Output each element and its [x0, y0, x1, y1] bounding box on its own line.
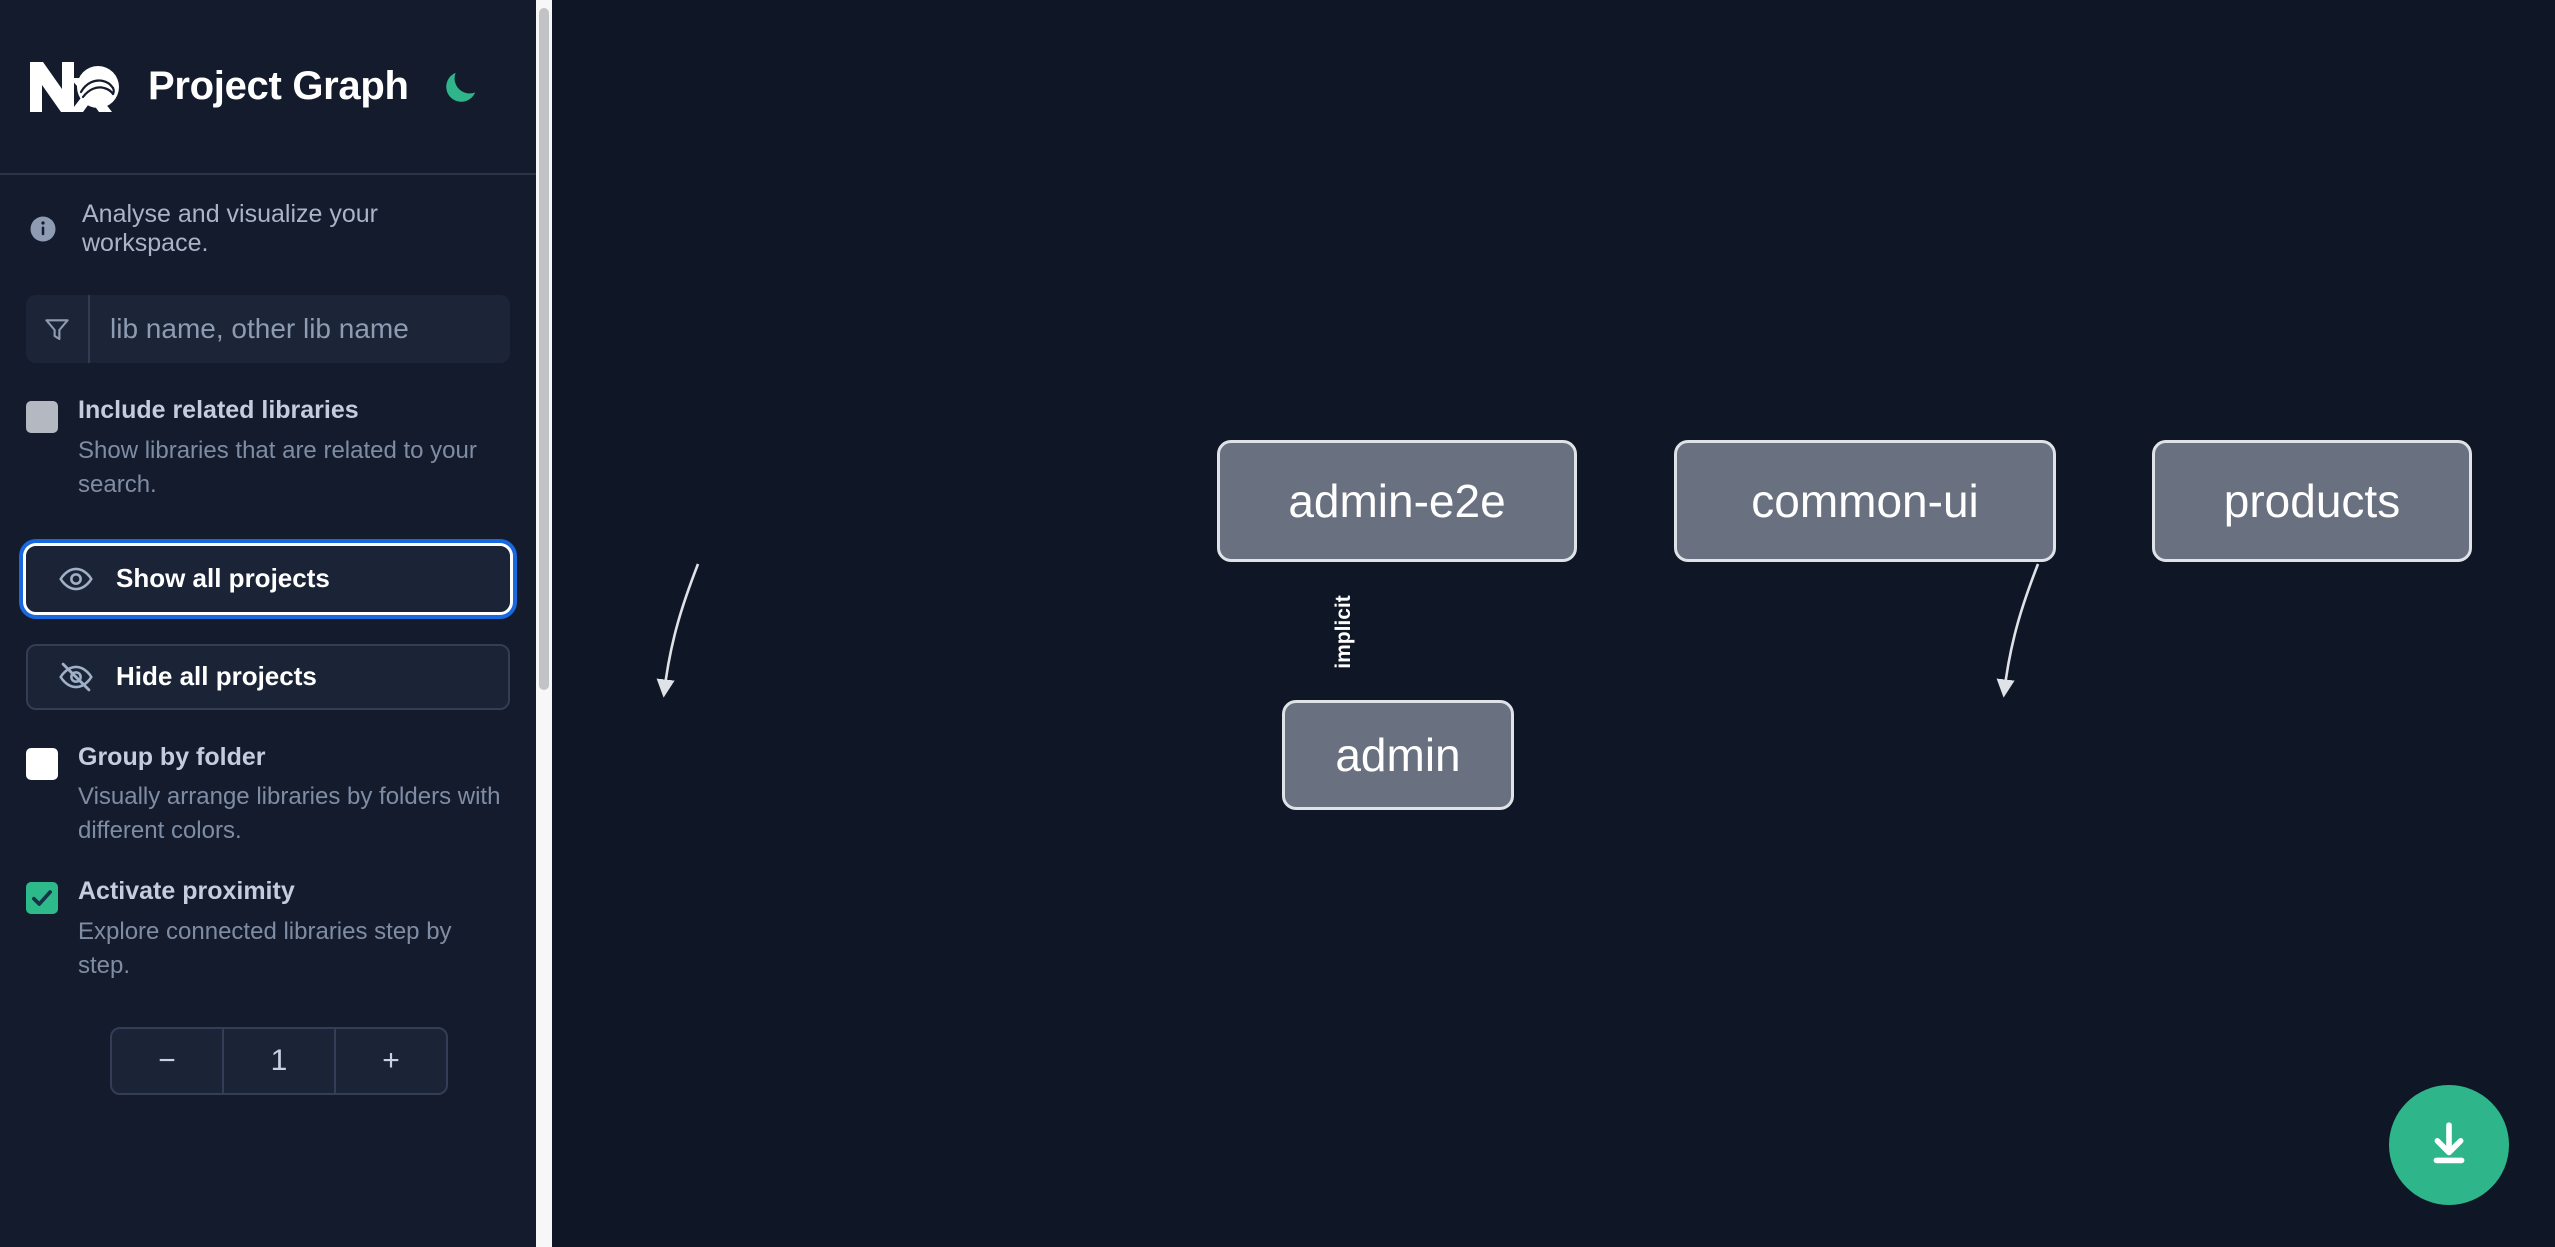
include-related-libraries-checkbox[interactable]	[26, 401, 58, 433]
sidebar-scroll-content: Project Graph Analyse and visualize yo	[0, 0, 536, 1247]
filter-icon-container	[26, 295, 90, 363]
page-title: Project Graph	[148, 64, 409, 108]
filter-field[interactable]	[26, 295, 510, 363]
option-text-block: Activate proximity Explore connected lib…	[78, 878, 510, 983]
tagline-text: Analyse and visualize your workspace.	[82, 200, 378, 257]
edge-label-implicit-admin: implicit	[1331, 595, 1355, 669]
proximity-decrement-button[interactable]: −	[158, 1043, 176, 1077]
nx-logo-icon	[26, 58, 122, 116]
eye-icon	[58, 561, 94, 597]
eye-off-icon	[58, 659, 94, 695]
option-description: Show libraries that are related to your …	[78, 436, 477, 498]
option-group-by-folder[interactable]: Group by folder Visually arrange librari…	[0, 742, 536, 849]
sidebar-scrollbar-thumb[interactable]	[539, 8, 549, 690]
filter-icon	[42, 314, 72, 344]
group-by-folder-checkbox[interactable]	[26, 747, 58, 780]
graph-edges-layer	[656, 563, 2040, 698]
edge-admin-e2e-to-admin	[656, 563, 700, 698]
graph-node-products[interactable]: products	[2152, 440, 2472, 562]
proximity-stepper[interactable]: − 1 +	[110, 1026, 448, 1095]
option-title: Activate proximity	[78, 877, 295, 906]
option-title: Group by folder	[78, 742, 266, 771]
option-text-block: Group by folder Visually arrange librari…	[78, 742, 510, 849]
info-icon	[28, 214, 58, 244]
show-all-projects-label: Show all projects	[116, 563, 330, 594]
activate-proximity-checkbox[interactable]	[26, 882, 58, 915]
hide-all-projects-label: Hide all projects	[116, 661, 317, 692]
option-title: Include related libraries	[78, 396, 359, 424]
graph-node-admin[interactable]: admin	[1282, 700, 1514, 810]
graph-node-admin-e2e[interactable]: admin-e2e	[1217, 440, 1577, 562]
sidebar-header: Project Graph	[0, 0, 536, 175]
sidebar: Project Graph Analyse and visualize yo	[0, 0, 552, 1247]
download-graph-button[interactable]	[2389, 1085, 2509, 1205]
option-include-related-libraries[interactable]: Include related libraries Show libraries…	[0, 396, 536, 502]
edge-store-e2e-to-store	[1996, 563, 2040, 698]
option-activate-proximity[interactable]: Activate proximity Explore connected lib…	[0, 878, 536, 983]
option-description: Visually arrange libraries by folders wi…	[78, 783, 501, 845]
show-all-projects-button[interactable]: Show all projects	[26, 545, 510, 612]
option-text-block: Include related libraries Show libraries…	[78, 396, 510, 502]
workspace-tagline: Analyse and visualize your workspace.	[0, 175, 536, 283]
download-icon	[2421, 1117, 2477, 1173]
proximity-increment-button[interactable]: +	[334, 1028, 446, 1093]
option-description: Explore connected libraries step by step…	[78, 917, 452, 979]
moon-icon[interactable]	[441, 67, 481, 107]
proximity-value: 1	[222, 1028, 334, 1093]
graph-node-common-ui[interactable]: common-ui	[1674, 440, 2056, 562]
sidebar-scrollbar-track[interactable]	[536, 0, 552, 1247]
search-input[interactable]	[90, 295, 510, 363]
hide-all-projects-button[interactable]: Hide all projects	[26, 643, 510, 710]
graph-canvas[interactable]: admin-e2e common-ui products store-e2e a…	[552, 0, 2555, 1247]
